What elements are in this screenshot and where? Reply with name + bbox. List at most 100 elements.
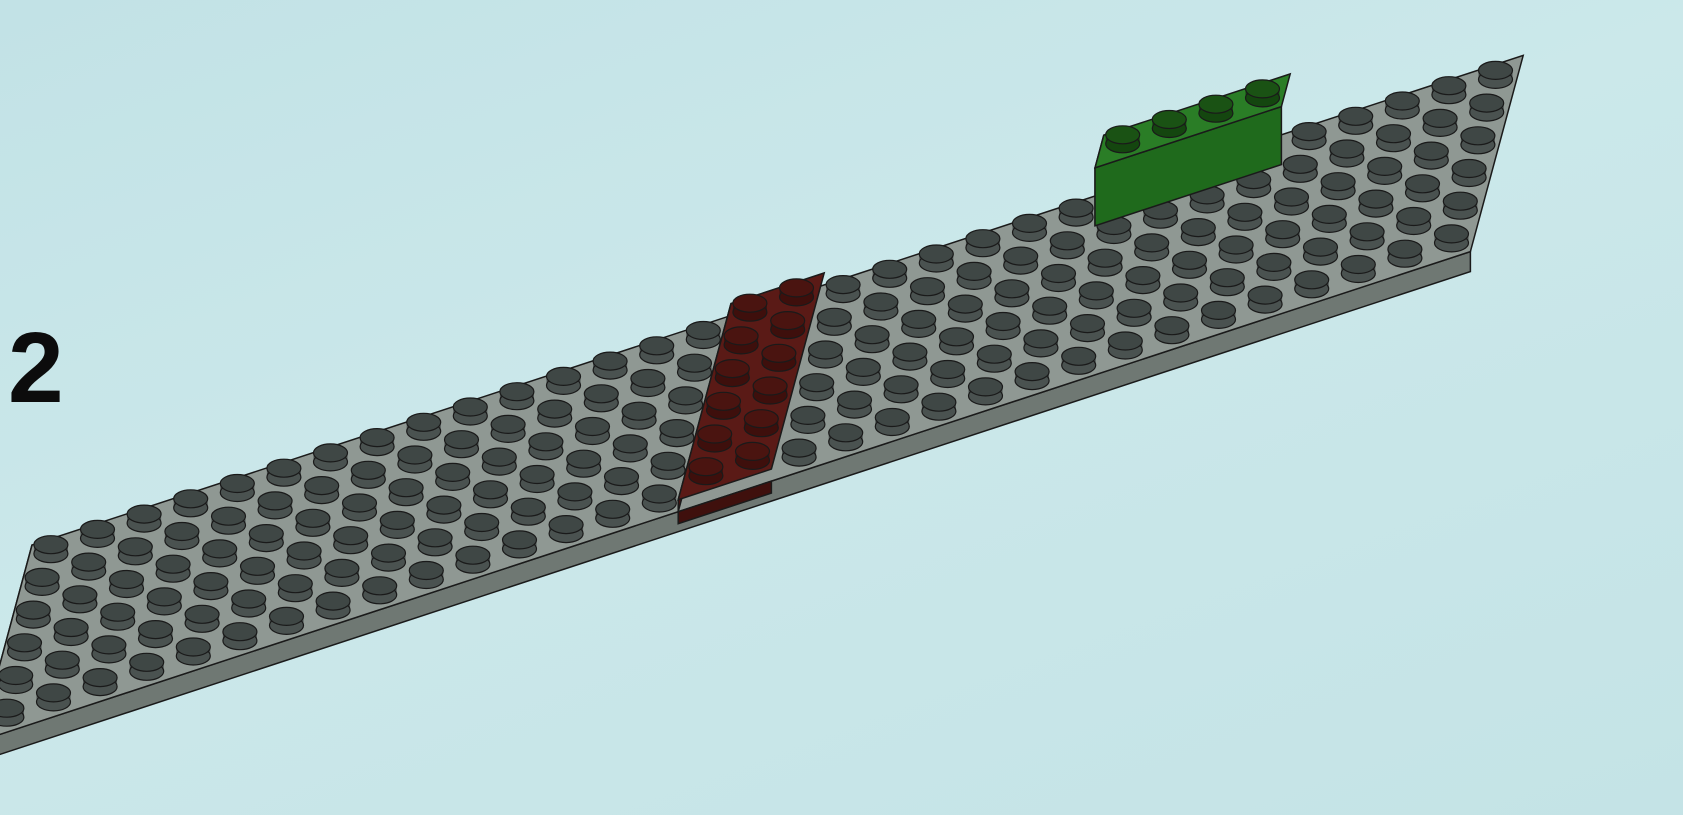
baseplate-stud — [1033, 297, 1067, 324]
baseplate-stud — [1397, 208, 1431, 235]
baseplate-stud — [605, 468, 639, 495]
baseplate-stud — [81, 520, 115, 547]
baseplate-stud — [1164, 284, 1198, 311]
red-plate-stud — [689, 458, 723, 485]
baseplate-stud — [363, 577, 397, 604]
baseplate-stud — [1443, 192, 1477, 219]
baseplate-stud — [1321, 173, 1355, 200]
baseplate-stud — [1283, 155, 1317, 182]
baseplate-stud — [343, 494, 377, 521]
baseplate-stud — [678, 354, 712, 381]
green-brick-stud — [1246, 80, 1280, 107]
baseplate-stud — [316, 592, 350, 619]
red-plate-stud — [707, 392, 741, 419]
baseplate-stud — [622, 402, 656, 429]
baseplate-stud — [846, 358, 880, 385]
baseplate-stud — [223, 623, 257, 650]
baseplate-stud — [241, 557, 275, 584]
baseplate-stud — [334, 527, 368, 554]
baseplate-stud — [547, 367, 581, 394]
baseplate-stud — [893, 343, 927, 370]
baseplate-stud — [1330, 140, 1364, 167]
baseplate-stud — [185, 605, 219, 632]
baseplate-stud — [1155, 317, 1189, 344]
baseplate-stud — [576, 418, 610, 445]
baseplate-stud — [922, 393, 956, 420]
red-plate-stud — [744, 410, 778, 437]
baseplate-stud — [1248, 286, 1282, 313]
baseplate-stud — [1295, 271, 1329, 298]
baseplate-stud — [584, 385, 618, 412]
baseplate-stud — [1135, 234, 1169, 261]
baseplate-stud — [118, 538, 152, 565]
baseplate-stud — [558, 483, 592, 510]
baseplate-stud — [456, 546, 490, 573]
red-plate-stud — [780, 279, 814, 306]
baseplate-stud — [54, 619, 88, 646]
baseplate-stud — [800, 374, 834, 401]
baseplate-stud — [34, 536, 68, 563]
baseplate-stud — [500, 383, 534, 410]
baseplate-stud — [445, 431, 479, 458]
baseplate-stud — [296, 509, 330, 536]
baseplate-stud — [1304, 238, 1338, 265]
baseplate-stud — [1435, 225, 1469, 252]
baseplate-stud — [1126, 267, 1160, 294]
baseplate-stud — [931, 361, 965, 388]
baseplate-stud — [314, 444, 348, 471]
baseplate-stud — [325, 559, 359, 586]
baseplate-stud — [0, 699, 24, 726]
baseplate-stud — [83, 669, 117, 696]
baseplate-stud — [567, 450, 601, 477]
baseplate-stud — [232, 590, 266, 617]
baseplate-stud — [16, 601, 50, 628]
baseplate-stud — [1079, 282, 1113, 309]
baseplate-stud — [1108, 332, 1142, 359]
baseplate-stud — [838, 391, 872, 418]
baseplate-stud — [360, 429, 394, 456]
baseplate-stud — [1470, 94, 1504, 121]
baseplate-stud — [1388, 240, 1422, 267]
green-brick-stud — [1106, 126, 1140, 153]
baseplate-stud — [1202, 301, 1236, 328]
baseplate-stud — [1359, 190, 1393, 217]
baseplate-stud — [1341, 256, 1375, 283]
baseplate-stud — [940, 328, 974, 355]
baseplate-stud — [156, 555, 190, 582]
baseplate-stud — [593, 352, 627, 379]
baseplate-stud — [1088, 249, 1122, 276]
baseplate-stud — [596, 500, 630, 527]
baseplate-stud — [1050, 232, 1084, 259]
baseplate-stud — [1117, 299, 1151, 326]
baseplate-stud — [1219, 236, 1253, 263]
baseplate-stud — [407, 413, 441, 440]
baseplate-stud — [855, 326, 889, 353]
baseplate-stud — [875, 409, 909, 436]
baseplate-stud — [884, 376, 918, 403]
baseplate-stud — [258, 492, 292, 519]
baseplate-stud — [529, 433, 563, 460]
red-plate-stud — [724, 327, 758, 354]
baseplate-stud — [511, 498, 545, 525]
baseplate-stud — [1004, 247, 1038, 274]
baseplate-stud — [538, 400, 572, 427]
baseplate-stud — [995, 280, 1029, 307]
baseplate-stud — [669, 387, 703, 414]
baseplate-stud — [409, 562, 443, 589]
red-plate-stud — [762, 344, 796, 371]
baseplate-stud — [174, 490, 208, 517]
baseplate-stud — [0, 667, 33, 694]
baseplate-stud — [372, 544, 406, 571]
baseplate-stud — [948, 295, 982, 322]
baseplate-stud — [919, 245, 953, 272]
baseplate-stud — [642, 485, 676, 512]
baseplate-stud — [380, 511, 414, 538]
baseplate-stud — [640, 337, 674, 364]
baseplate-stud — [1385, 92, 1419, 119]
baseplate-stud — [686, 322, 720, 349]
baseplate-stud — [278, 575, 312, 602]
baseplate-stud — [212, 507, 246, 534]
baseplate-stud — [351, 461, 385, 488]
baseplate-stud — [418, 529, 452, 556]
